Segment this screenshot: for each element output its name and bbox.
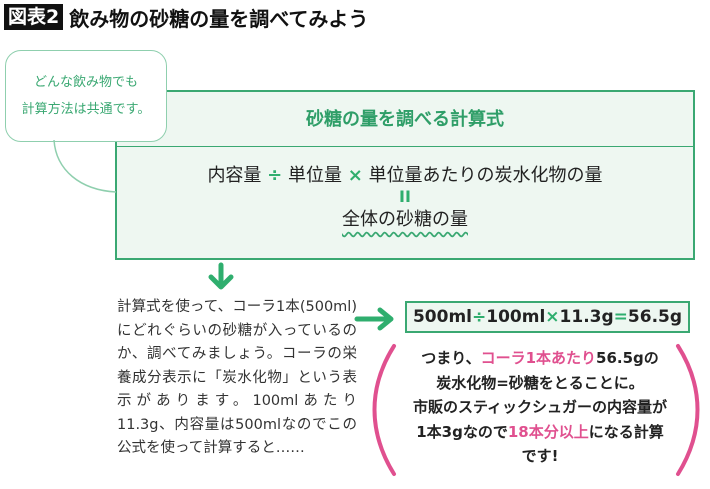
formula-heading: 砂糖の量を調べる計算式 bbox=[117, 92, 693, 147]
text: つまり、 bbox=[421, 349, 481, 367]
calc-value: 11.3g bbox=[559, 307, 614, 327]
figure-badge: 図表2 bbox=[4, 4, 64, 30]
bubble-line: どんな飲み物でも bbox=[33, 75, 138, 90]
text: 炭水化物=砂糖をとることに。 bbox=[436, 373, 644, 392]
formula-box: 砂糖の量を調べる計算式 内容量 ÷ 単位量 × 単位量あたりの炭水化物の量 II… bbox=[115, 90, 695, 260]
term-content: 内容量 bbox=[207, 165, 262, 186]
equals-sign: = bbox=[613, 307, 628, 327]
divide-sign: ÷ bbox=[472, 307, 487, 327]
arrow-down-icon bbox=[208, 262, 234, 290]
multiply-sign: × bbox=[545, 307, 560, 327]
parentheses-decoration bbox=[372, 344, 700, 476]
arrow-right-icon bbox=[354, 307, 394, 331]
calc-result: 56.5g bbox=[627, 307, 683, 327]
conclusion-text: つまり、コーラ1本あたり56.5gの 炭水化物=砂糖をとることに。 市販のスティ… bbox=[395, 346, 685, 469]
speech-bubble: どんな飲み物でも 計算方法は共通です。 bbox=[5, 50, 167, 142]
text: です! bbox=[521, 447, 559, 465]
formula-equation: 内容量 ÷ 単位量 × 単位量あたりの炭水化物の量 bbox=[117, 161, 693, 187]
text: になる計算 bbox=[588, 422, 664, 441]
text: 1本3gなので bbox=[416, 422, 508, 441]
bubble-line: 計算方法は共通です。 bbox=[21, 102, 151, 117]
explanation-text: 計算式を使って、コーラ1本(500ml)にどれぐらいの砂糖が入っているのか、調べ… bbox=[117, 299, 357, 456]
term-carbs: 単位量あたりの炭水化物の量 bbox=[368, 165, 603, 186]
highlight: コーラ1本あたり bbox=[480, 349, 597, 367]
divide-sign: ÷ bbox=[267, 165, 283, 186]
bubble-tail bbox=[53, 140, 117, 193]
calculation-box: 500ml÷100ml×11.3g=56.5g bbox=[405, 301, 690, 333]
title-text: 飲み物の砂糖の量を調べてみよう bbox=[69, 6, 369, 31]
term-unit: 単位量 bbox=[288, 165, 342, 186]
calc-value: 500ml bbox=[412, 307, 472, 327]
text: 56.5gの bbox=[596, 349, 659, 367]
calc-value: 100ml bbox=[486, 307, 546, 327]
equals-sign: II bbox=[399, 187, 411, 206]
text: 市販のスティックシュガーの内容量が bbox=[412, 398, 668, 416]
highlight: 18本分以上 bbox=[507, 422, 589, 441]
multiply-sign: × bbox=[347, 165, 363, 186]
formula-result: 全体の砂糖の量 bbox=[342, 209, 468, 230]
figure-title: 図表2 飲み物の砂糖の量を調べてみよう bbox=[4, 4, 369, 31]
